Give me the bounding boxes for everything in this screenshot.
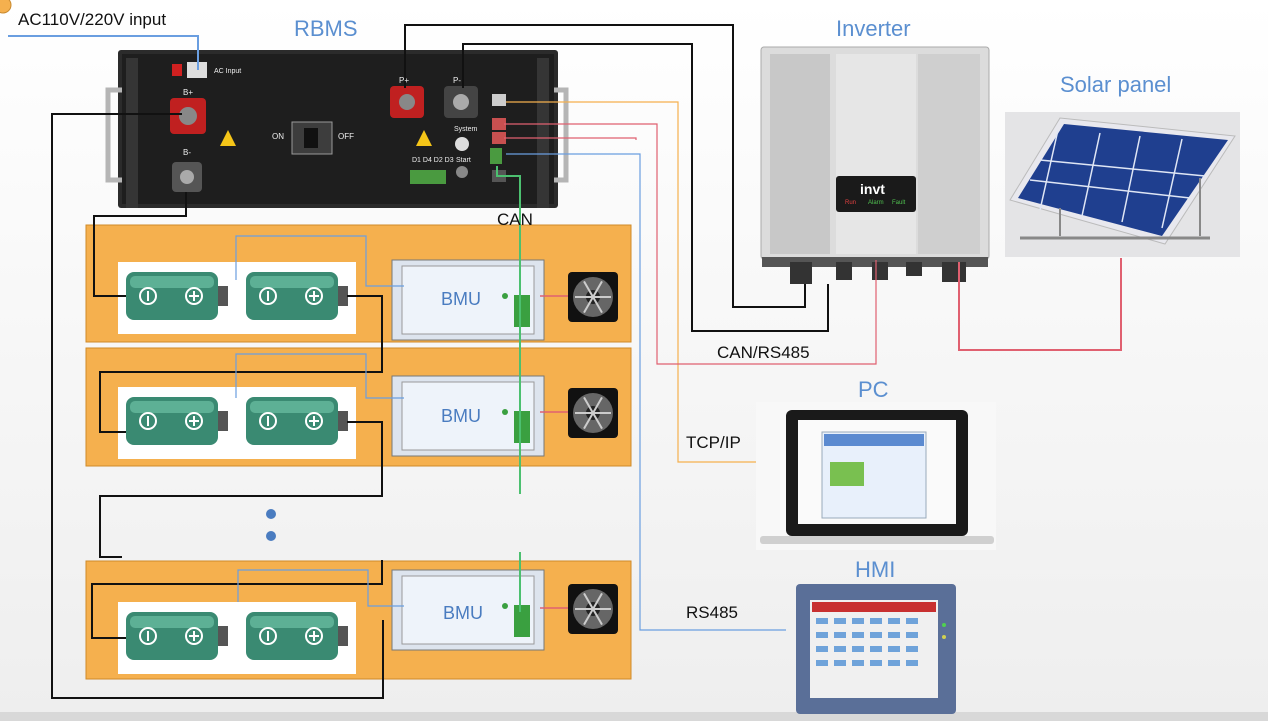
- row1-to-row2-link: [99, 295, 383, 433]
- inverter-status-fault: Fault: [892, 200, 906, 206]
- cooling-fan-icon: [568, 584, 618, 634]
- solar-panel-title: Solar panel: [1060, 72, 1172, 97]
- inverter-unit: [760, 46, 990, 284]
- rbms-b-plus: B+: [183, 88, 194, 97]
- cooling-fan-icon: [568, 272, 618, 322]
- can-rs485-wire: [504, 123, 877, 365]
- can-rs485-label: CAN/RS485: [717, 343, 810, 362]
- inverter-status-alarm: Alarm: [868, 200, 884, 206]
- rbms-on-label: ON: [272, 132, 284, 141]
- can-bus-upper: [496, 166, 521, 494]
- p-minus-wire: [462, 43, 829, 332]
- pc-laptop: [756, 402, 996, 550]
- battery-cell-icon: [126, 397, 228, 445]
- battery-cell-icon: [246, 612, 348, 660]
- battery-cell-icon: [246, 272, 348, 320]
- rbms-b-minus: B-: [183, 148, 191, 157]
- row3-blue-link: [237, 569, 404, 607]
- rbms-di-labels: D1 D4 D2 D3: [412, 157, 454, 164]
- row2-to-row3-link: [99, 421, 383, 558]
- row1-blue-link: [235, 235, 404, 287]
- rbms-unit: [105, 50, 569, 208]
- battery-cell-icon: [126, 272, 228, 320]
- rbms-p-plus: P+: [399, 76, 410, 85]
- p-plus-wire: [404, 24, 806, 308]
- bmu-box: [391, 375, 545, 457]
- bmu-1-label: BMU: [441, 289, 481, 309]
- battery-cell-icon: [126, 612, 228, 660]
- rs485-label: RS485: [686, 603, 738, 622]
- corner-marker: [0, 0, 12, 14]
- rbms-start-label: Start: [456, 157, 471, 164]
- rbms-title: RBMS: [294, 16, 358, 41]
- bmu-box: [391, 569, 545, 651]
- tcp-ip-wire: [506, 101, 756, 463]
- b-minus-wire: [93, 192, 187, 297]
- bmu-3-label: BMU: [443, 603, 483, 623]
- inverter-status-run: Run: [845, 200, 857, 206]
- pc-title: PC: [858, 377, 889, 402]
- ellipsis-dot-2: [266, 531, 276, 541]
- ac-input-label: AC110V/220V input: [18, 10, 167, 29]
- row2-blue-link: [235, 353, 404, 399]
- ac-input-wire: [8, 35, 199, 70]
- rbms-system-label: System: [454, 126, 478, 133]
- solar-wire: [958, 258, 1122, 351]
- can-label: CAN: [497, 210, 533, 229]
- cooling-fan-icon: [568, 388, 618, 438]
- row3-link: [91, 560, 383, 639]
- bmu-box: [391, 259, 545, 341]
- inverter-title: Inverter: [836, 16, 911, 41]
- ellipsis-dot-1: [266, 509, 276, 519]
- bmu-2-label: BMU: [441, 406, 481, 426]
- b-plus-wire: [51, 113, 384, 699]
- hmi-title: HMI: [855, 557, 896, 582]
- inverter-brand: invt: [860, 181, 885, 197]
- pink-port-link: [504, 137, 637, 140]
- battery-cell-icon: [246, 397, 348, 445]
- rs485-wire: [506, 153, 786, 631]
- solar-panel: [1005, 112, 1240, 257]
- rbms-off-label: OFF: [338, 132, 354, 141]
- tcp-ip-label: TCP/IP: [686, 433, 741, 452]
- hmi-panel: [796, 584, 956, 714]
- rbms-ac-input-small: AC Input: [214, 68, 242, 75]
- rbms-p-minus: P-: [453, 76, 461, 85]
